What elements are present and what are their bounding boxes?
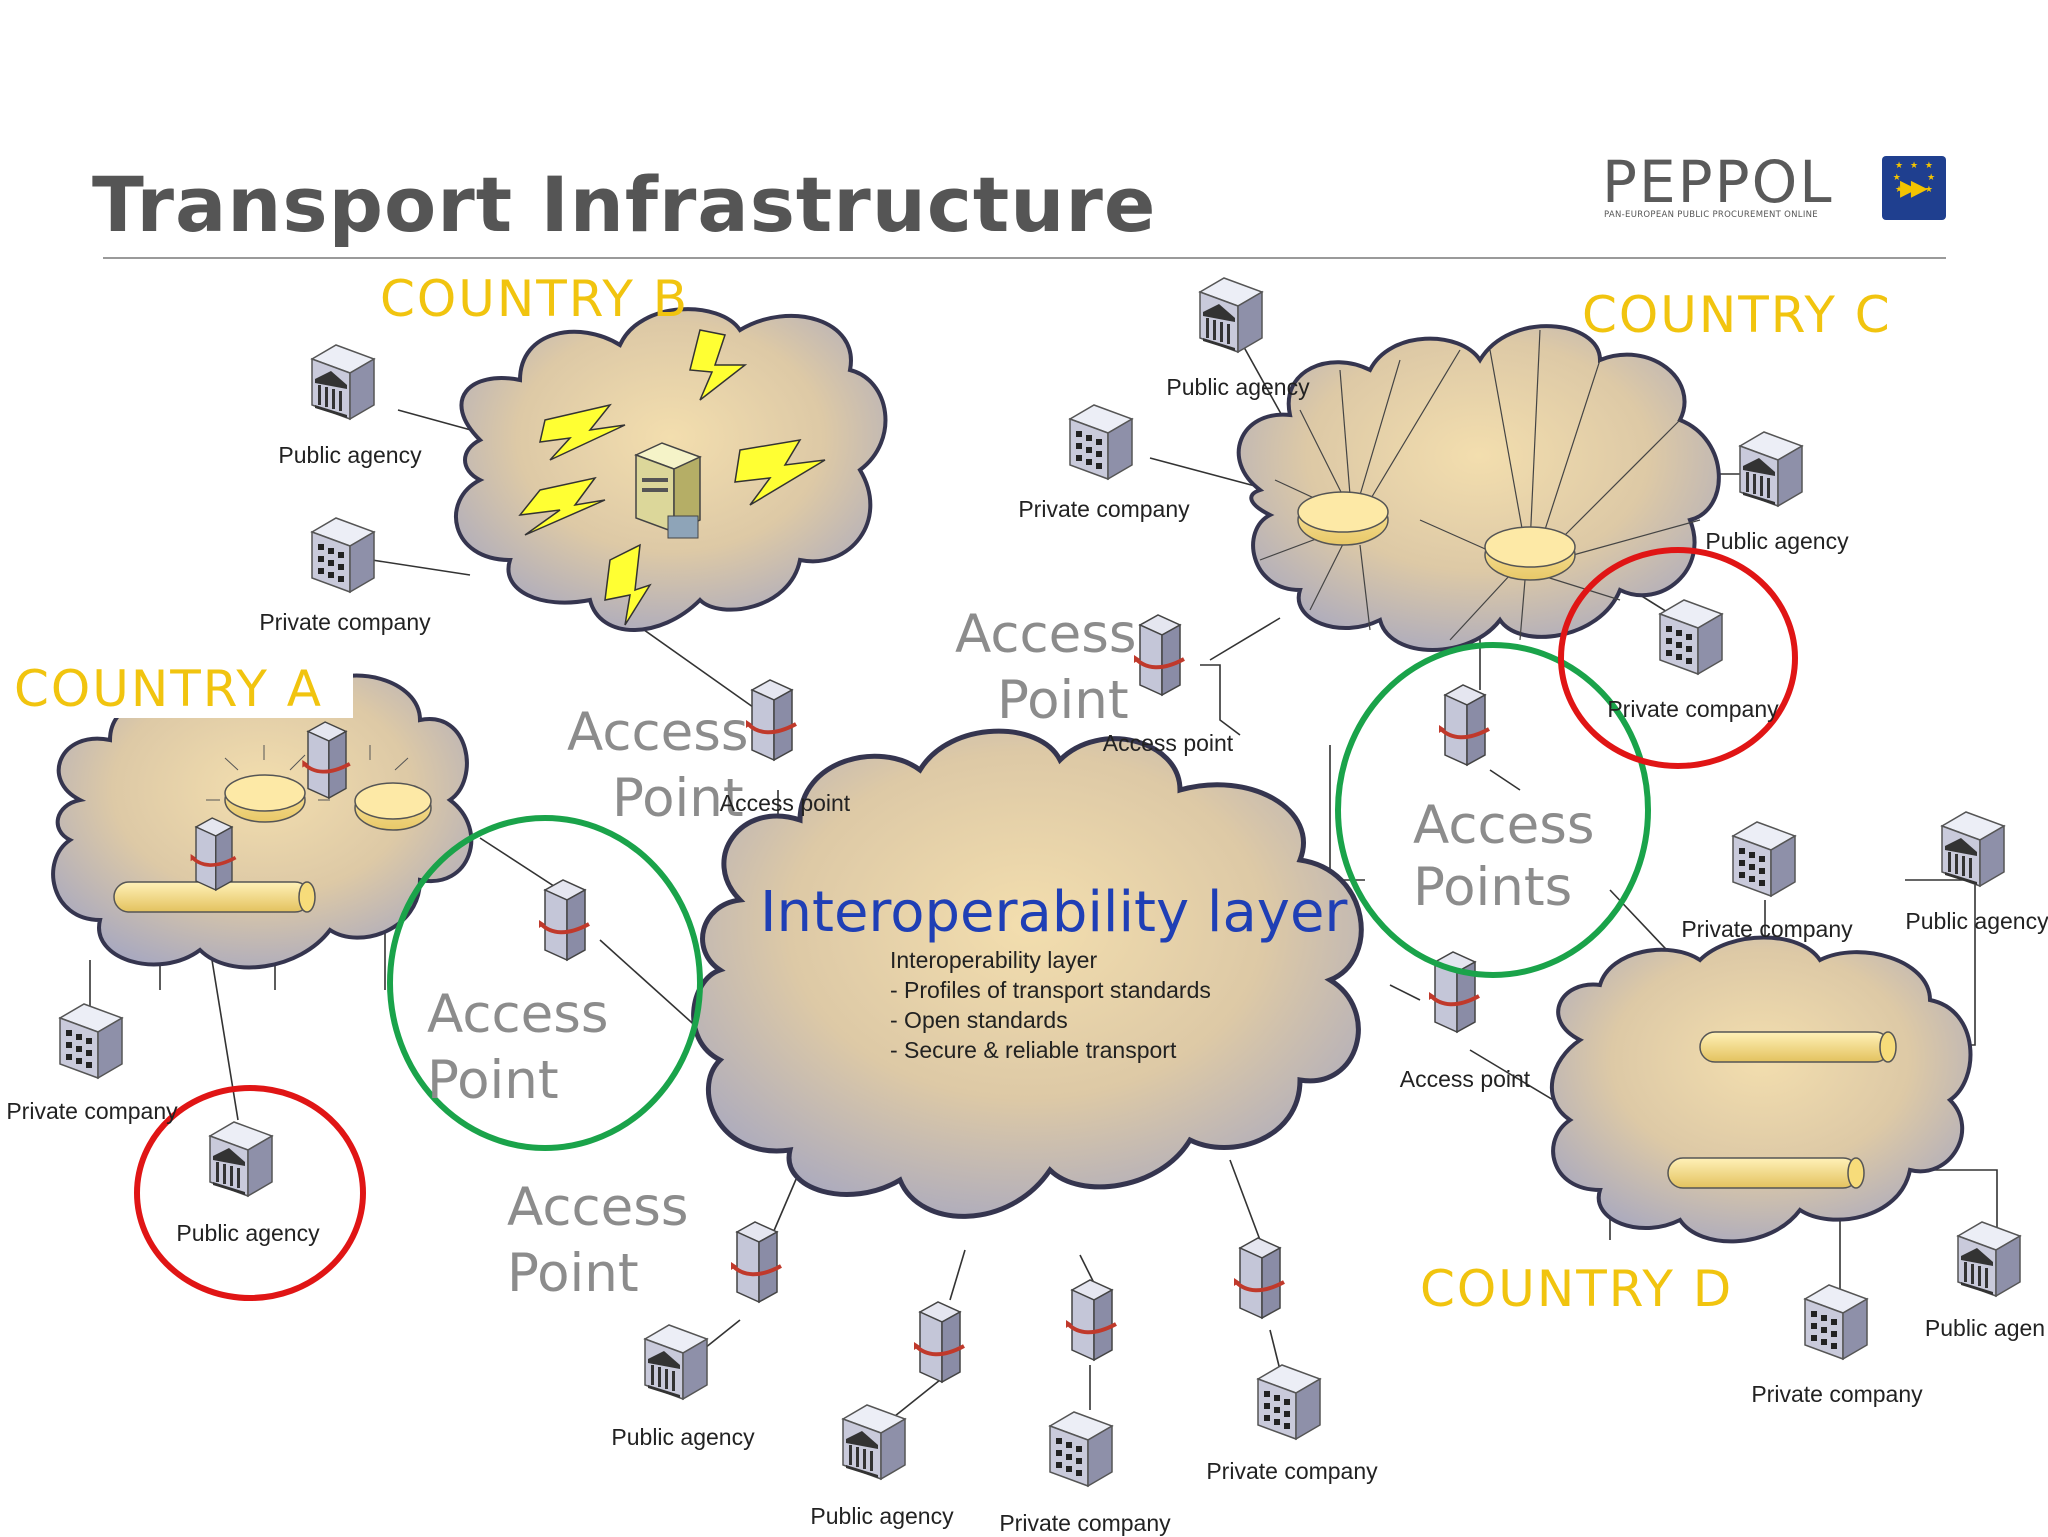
- cloud-country-c: [1236, 324, 1721, 652]
- node-label: Private company: [1018, 496, 1190, 522]
- private-company-icon: [1069, 404, 1133, 480]
- cloud-country-d: [1550, 935, 1973, 1244]
- public-agency-icon: [1199, 277, 1263, 353]
- eu-flag-icon: ★ ★ ★★ ★★ ★ ★ ▶▶: [1882, 156, 1946, 220]
- private-company-icon: [1257, 1364, 1321, 1440]
- public-agency-icon: [842, 1404, 906, 1480]
- slide-title: Transport Infrastructure: [92, 160, 1157, 249]
- access-point-icon: [1064, 1278, 1118, 1362]
- access-point-icon: [1437, 683, 1491, 767]
- node-label: Public agency: [611, 1424, 755, 1450]
- node-label: Public agency: [1705, 528, 1849, 554]
- access-point-icon: [537, 878, 591, 962]
- node-label: Public agency: [1166, 374, 1310, 400]
- access-point-icon: [912, 1300, 966, 1384]
- access-point-icon: [744, 678, 798, 762]
- node-label: Public agency: [1905, 908, 2048, 934]
- public-agency-icon: [1941, 811, 2005, 887]
- highlight-circles: [134, 547, 1798, 1301]
- interop-title: Interoperability layer: [760, 880, 1348, 945]
- node-label: Private company: [1751, 1381, 1923, 1407]
- private-company-icon: [311, 517, 375, 593]
- public-agency-icon: [1957, 1221, 2021, 1297]
- peppol-logo: PEPPOL PAN-EUROPEAN PUBLIC PROCUREMENT O…: [1602, 150, 1952, 230]
- ap-label-c: Access Point: [955, 604, 1137, 731]
- node-label: Public agency: [810, 1503, 954, 1529]
- node-label: Access point: [719, 790, 851, 816]
- node-label: Access point: [1102, 730, 1234, 756]
- country-b-label: COUNTRY B: [380, 270, 690, 328]
- access-point-icon: [729, 1220, 783, 1304]
- public-agency-icon: [209, 1121, 273, 1197]
- interop-description: Interoperability layer - Profiles of tra…: [890, 947, 1211, 1063]
- access-point-icon: [1232, 1236, 1286, 1320]
- node-label: Private company: [6, 1098, 178, 1124]
- ap-label-a: Access Point: [427, 984, 609, 1111]
- logo-word: PEPPOL: [1602, 148, 1834, 216]
- private-company-icon: [1049, 1411, 1113, 1487]
- cloud-interoperability: [691, 728, 1364, 1219]
- country-a-label: COUNTRY A: [14, 660, 353, 718]
- public-agency-icon: [644, 1324, 708, 1400]
- red-highlight-public-agency: [134, 1085, 366, 1301]
- green-highlight-ap-a: [387, 815, 703, 1151]
- node-label: Private company: [1206, 1458, 1378, 1484]
- private-company-icon: [1732, 821, 1796, 897]
- aps-label: Access Points: [1413, 795, 1595, 918]
- node-label: Private company: [999, 1510, 1171, 1536]
- ap-label-b: Access Point: [567, 702, 749, 829]
- ap-label-bottom: Access Point: [507, 1177, 689, 1304]
- country-d-label: COUNTRY D: [1420, 1260, 1734, 1318]
- logo-subtitle: PAN-EUROPEAN PUBLIC PROCUREMENT ONLINE: [1604, 210, 1818, 220]
- private-company-icon: [59, 1003, 123, 1079]
- node-label: Public agen: [1924, 1315, 2046, 1341]
- node-label: Private company: [1681, 916, 1853, 942]
- title-divider: [103, 257, 1946, 259]
- public-agency-icon: [1739, 431, 1803, 507]
- green-highlight-aps: [1335, 642, 1651, 978]
- red-highlight-private-company: [1558, 547, 1798, 769]
- node-label: Public agency: [176, 1220, 320, 1246]
- private-company-icon: [1659, 599, 1723, 675]
- access-point-icon: [1132, 613, 1186, 697]
- cloud-country-a: [51, 667, 474, 970]
- node-label: Public agency: [278, 442, 422, 468]
- country-c-label: COUNTRY C: [1582, 286, 1892, 344]
- node-label: Private company: [259, 609, 431, 635]
- central-server-icon: [634, 442, 702, 539]
- node-label: Private company: [1607, 696, 1779, 722]
- public-agency-icon: [311, 344, 375, 420]
- cloud-country-b: [454, 307, 888, 632]
- private-company-icon: [1804, 1284, 1868, 1360]
- node-label: Access point: [1399, 1066, 1531, 1092]
